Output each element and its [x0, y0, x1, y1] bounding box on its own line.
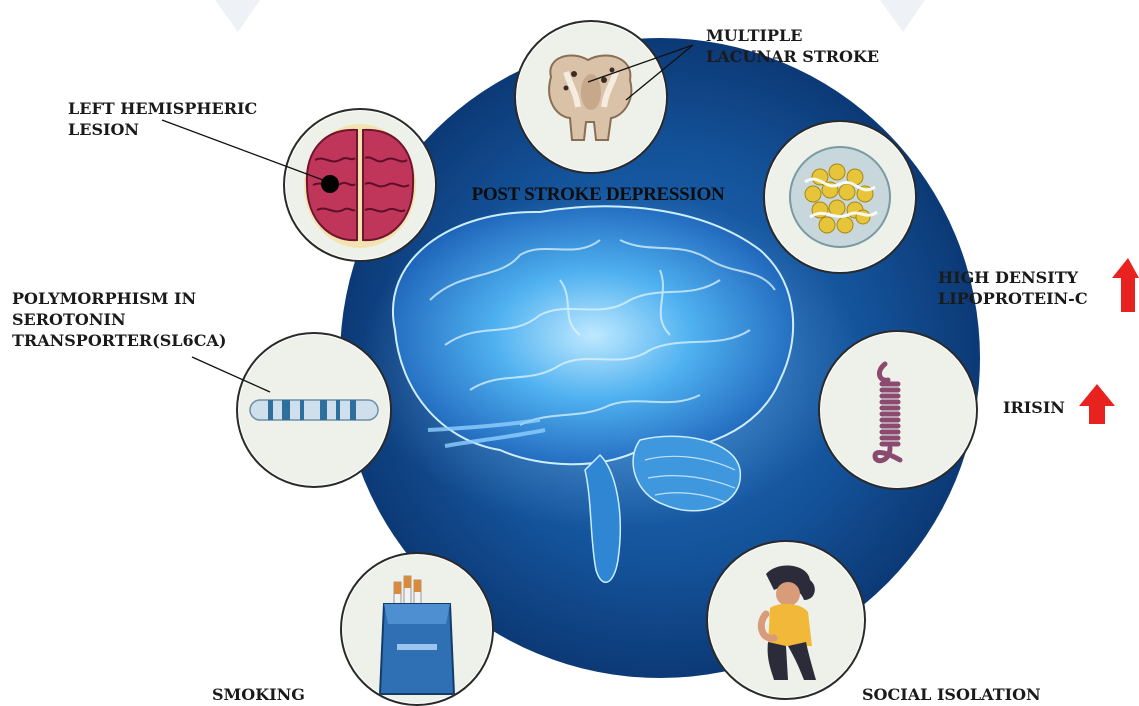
hdl-increase-arrow-icon	[1112, 258, 1139, 312]
irisin-increase-arrow-icon	[1079, 384, 1115, 424]
